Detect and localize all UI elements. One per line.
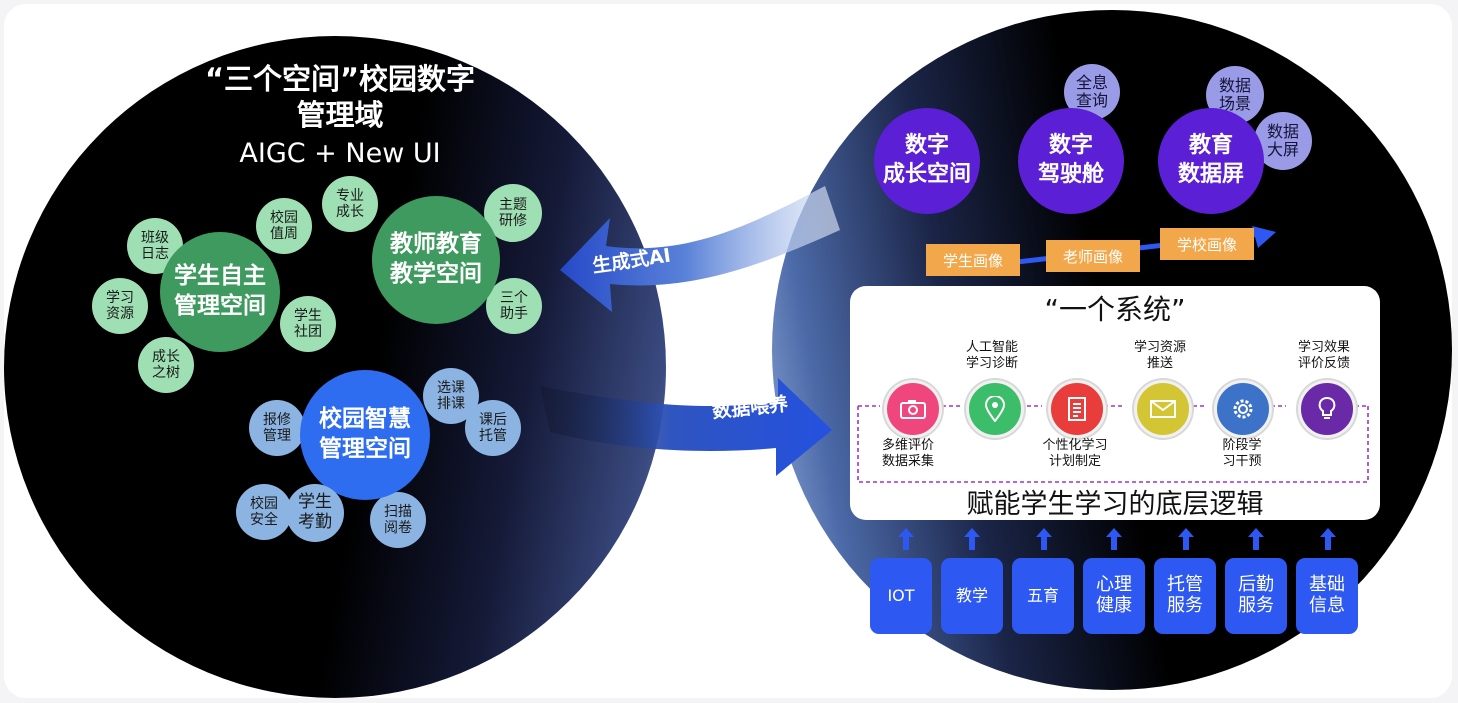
satellite-campus-duty: 校园 值周 (256, 198, 312, 254)
satellite-three-assistants: 三个 助手 (486, 278, 542, 334)
teacher-space-circle: 教师教育 教学空间 (372, 196, 500, 324)
system-title: “一个系统” (1044, 293, 1186, 326)
step-effect-feedback: 学习效果 评价反馈 (1297, 340, 1350, 371)
source-five-education: 五育 (1012, 558, 1074, 634)
up-arrow-icon (898, 528, 914, 550)
up-arrow-icon (964, 528, 980, 550)
up-arrow-icon (1106, 528, 1122, 550)
satellite-student-clubs: 学生 社团 (280, 296, 336, 352)
student-space-circle: 学生自主 管理空间 (160, 232, 280, 352)
step-plan-making: 个性化学习 计划制定 (1042, 438, 1108, 469)
step-stage-intervention: 阶段学 习干预 (1222, 438, 1262, 469)
camera-icon (884, 380, 942, 438)
satellite-learning-resources: 学习 资源 (92, 278, 148, 334)
portrait-teacher: 老师画像 (1046, 240, 1140, 272)
source-iot: IOT (870, 558, 932, 634)
gear-icon (1214, 380, 1272, 438)
left-domain-circle (4, 36, 666, 698)
small-data-big-screen: 数据 大屏 (1254, 112, 1312, 170)
space-digital-growth: 数字 成长空间 (874, 108, 980, 214)
satellite-scan-grading: 扫描 阅卷 (370, 492, 426, 548)
location-pin-icon (966, 380, 1024, 438)
step-resource-push: 学习资源 推送 (1133, 340, 1186, 371)
up-arrow-icon (1036, 528, 1052, 550)
envelope-icon (1134, 380, 1192, 438)
satellite-student-attendance: 学生 考勤 (286, 484, 344, 542)
satellite-repair-management: 报修 管理 (249, 400, 305, 456)
up-arrow-icon (1248, 528, 1264, 550)
left-title-line2: 管理域 (296, 98, 384, 132)
space-digital-cockpit: 数字 驾驶舱 (1018, 108, 1124, 214)
campus-space-circle: 校园智慧 管理空间 (300, 370, 430, 500)
satellite-campus-safety: 校园 安全 (236, 484, 292, 540)
satellite-professional-growth: 专业 成长 (322, 176, 378, 232)
step-data-collection: 多维评价 数据采集 (881, 438, 934, 469)
document-icon (1048, 380, 1106, 438)
lightbulb-icon (1298, 380, 1356, 438)
up-arrow-icon (1178, 528, 1194, 550)
small-holographic-query: 全息 查询 (1064, 64, 1120, 120)
process-loop-line (857, 405, 1369, 483)
up-arrow-icon (1320, 528, 1336, 550)
data-feeding-arrow (540, 378, 832, 476)
source-custody-service: 托管 服务 (1154, 558, 1216, 634)
space-education-data-screen: 教育 数据屏 (1158, 108, 1264, 214)
portrait-student: 学生画像 (926, 244, 1020, 276)
source-mental-health: 心理 健康 (1083, 558, 1145, 634)
underlying-logic-title: 赋能学生学习的底层逻辑 (966, 489, 1264, 520)
left-title-line1: “三个空间”校园数字 (204, 62, 476, 96)
source-logistics-service: 后勤 服务 (1225, 558, 1287, 634)
generative-ai-arrow (560, 186, 840, 312)
source-teaching: 教学 (941, 558, 1003, 634)
arrows-graphic (540, 186, 840, 476)
step-ai-diagnosis: 人工智能 学习诊断 (965, 340, 1018, 371)
portrait-school: 学校画像 (1160, 228, 1254, 260)
satellite-growth-tree: 成长 之树 (138, 337, 194, 393)
source-basic-info: 基础 信息 (1296, 558, 1358, 634)
satellite-after-school-care: 课后 托管 (465, 400, 521, 456)
left-subtitle: AIGC + New UI (239, 138, 441, 169)
